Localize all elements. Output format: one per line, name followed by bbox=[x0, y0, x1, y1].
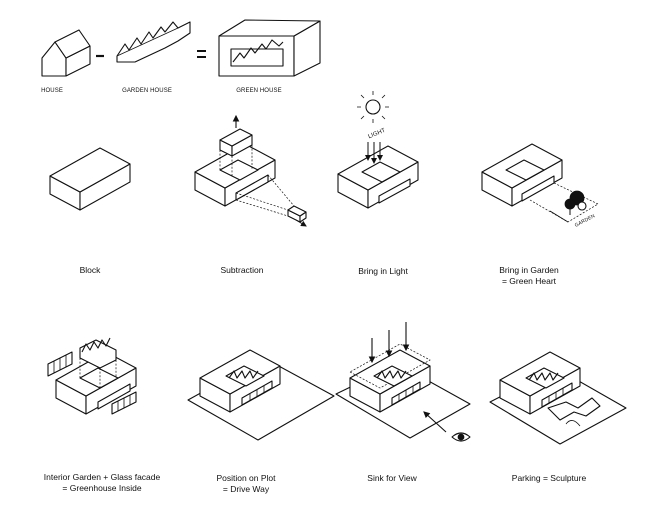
green-house-label: GREEN HOUSE bbox=[236, 88, 282, 94]
position-on-plot-model bbox=[187, 349, 335, 441]
step-label-parking-sculpture: Parking = Sculpture bbox=[511, 473, 587, 483]
step-label-sink-for-view: Sink for View bbox=[367, 473, 417, 483]
sink-for-view-model bbox=[335, 322, 471, 439]
sun-icon bbox=[357, 91, 389, 123]
step-label-block: Block bbox=[79, 265, 101, 275]
tree-icon bbox=[564, 190, 587, 215]
block-model bbox=[49, 147, 131, 211]
step-label-subtraction: Subtraction bbox=[220, 265, 264, 275]
interior-garden-model bbox=[47, 337, 137, 415]
parking-sculpture-model bbox=[489, 351, 627, 445]
house-label: HOUSE bbox=[41, 88, 63, 94]
bring-in-garden-model bbox=[481, 143, 599, 223]
step-label-bring-in-light: Bring in Light bbox=[358, 266, 408, 276]
equals-sign bbox=[197, 50, 206, 58]
step-label-bring-in-garden: Bring in Garden = Green Heart bbox=[499, 265, 559, 286]
light-arrows bbox=[365, 142, 383, 164]
house-icon bbox=[41, 29, 91, 77]
step-label-interior-garden: Interior Garden + Glass facade = Greenho… bbox=[43, 472, 161, 493]
green-house-icon bbox=[218, 19, 321, 77]
step-label-position-on-plot: Position on Plot = Drive Way bbox=[216, 473, 276, 494]
eye-icon bbox=[451, 432, 471, 442]
bring-in-light-model bbox=[337, 145, 419, 209]
subtraction-model bbox=[194, 114, 307, 227]
garden-house-icon bbox=[116, 21, 191, 63]
garden-house-label: GARDEN HOUSE bbox=[122, 88, 172, 94]
